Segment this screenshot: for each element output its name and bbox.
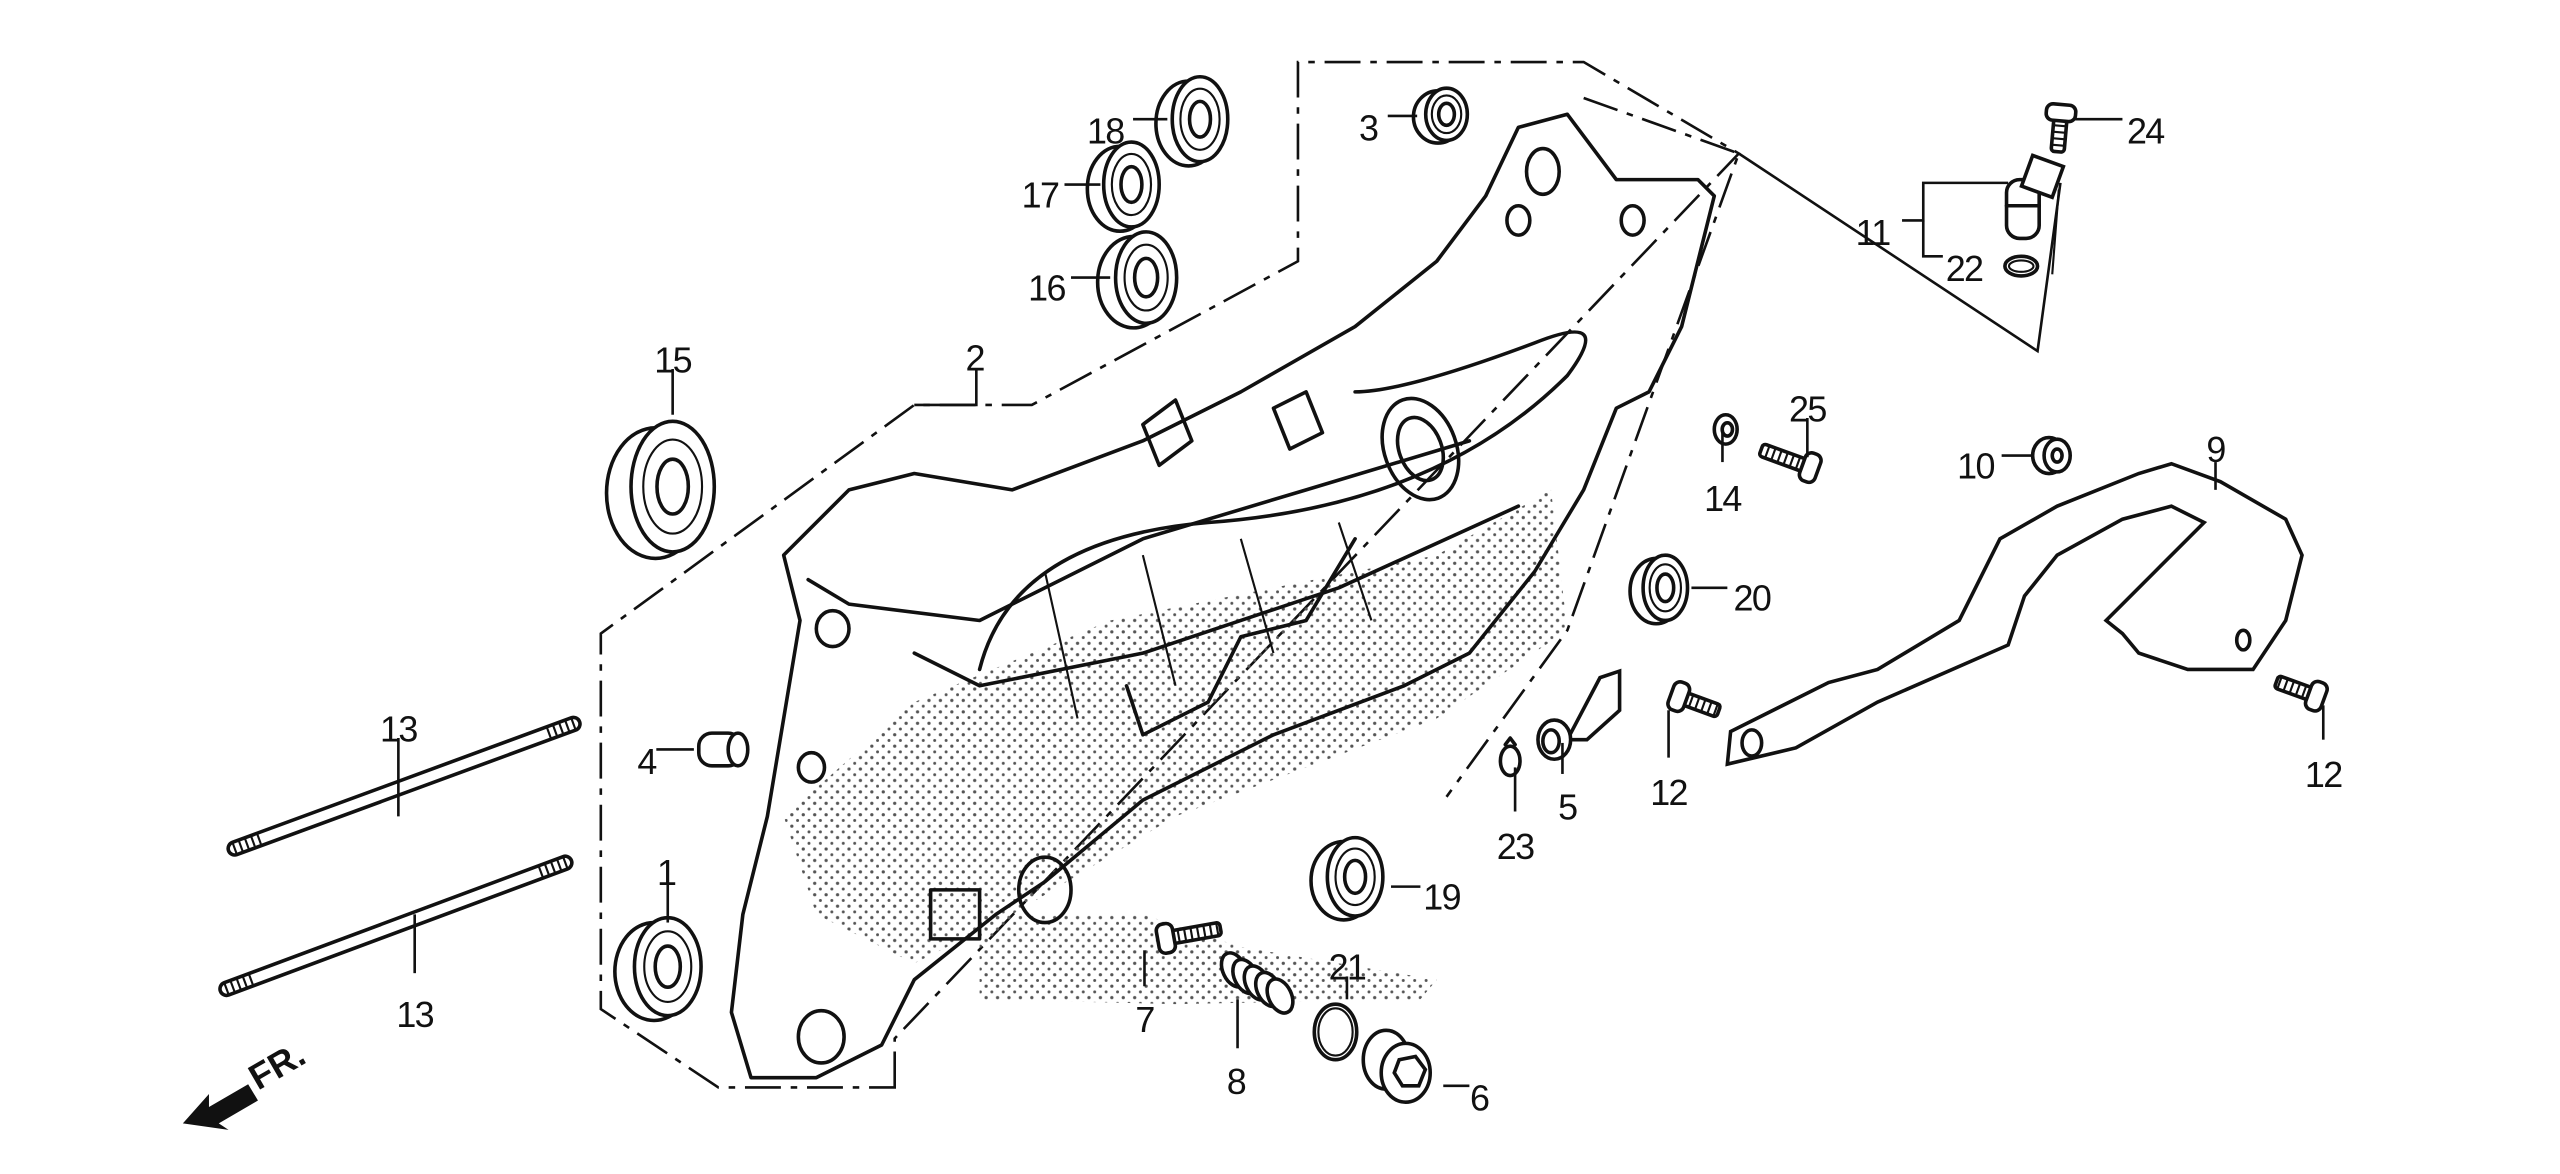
speed-sensor-icon bbox=[2004, 153, 2066, 275]
bearing-icon bbox=[1411, 86, 1470, 145]
callout-label-16[interactable]: 16 bbox=[1028, 267, 1067, 308]
callout-label-12a[interactable]: 12 bbox=[1650, 772, 1689, 813]
washer-icon bbox=[1712, 412, 1739, 446]
callout-label-5[interactable]: 5 bbox=[1558, 787, 1579, 828]
parts-layer bbox=[218, 74, 2329, 1104]
callout-label-12b[interactable]: 12 bbox=[2305, 754, 2344, 795]
callout-label-3[interactable]: 3 bbox=[1359, 107, 1380, 148]
callout-label-8[interactable]: 8 bbox=[1227, 1061, 1248, 1102]
grommet-icon bbox=[2030, 435, 2072, 476]
callout-label-23[interactable]: 23 bbox=[1497, 826, 1536, 867]
leader-line-11 bbox=[1902, 181, 2009, 222]
sensor-group-outline bbox=[1445, 96, 1741, 798]
callout-label-19[interactable]: 19 bbox=[1423, 876, 1462, 917]
leader-line-2 bbox=[914, 369, 978, 407]
callout-label-15[interactable]: 15 bbox=[654, 339, 693, 380]
sensor-leader-bracket bbox=[1738, 152, 2062, 354]
drain-plug-icon bbox=[1361, 1028, 1432, 1104]
o-ring-icon bbox=[1312, 1002, 1359, 1062]
callout-label-2[interactable]: 2 bbox=[966, 338, 987, 379]
callout-label-25[interactable]: 25 bbox=[1789, 388, 1828, 429]
callout-label-13a[interactable]: 13 bbox=[380, 708, 419, 749]
callout-label-24[interactable]: 24 bbox=[2127, 111, 2166, 152]
bearing-icon bbox=[1095, 230, 1179, 330]
callout-label-10[interactable]: 10 bbox=[1957, 445, 1996, 486]
left-crankcase-drawing bbox=[729, 112, 1717, 1080]
arrow-front-left-icon bbox=[182, 1084, 258, 1130]
callout-label-13b[interactable]: 13 bbox=[396, 994, 435, 1035]
callout-label-9[interactable]: 9 bbox=[2206, 429, 2227, 470]
oil-area-stipple bbox=[783, 489, 1568, 1005]
callout-label-20[interactable]: 20 bbox=[1733, 578, 1772, 619]
bolt-icon bbox=[1758, 442, 1823, 485]
oil-strainer-icon bbox=[1536, 668, 1622, 762]
bearing-icon bbox=[1154, 74, 1230, 168]
bolt-icon bbox=[2044, 102, 2078, 154]
stud-bolt-icon bbox=[218, 854, 574, 998]
crankcase-assembly-outline bbox=[599, 60, 1741, 1089]
spring-icon bbox=[1219, 951, 1295, 1015]
bolt-icon bbox=[2273, 674, 2329, 713]
dowel-pin-icon bbox=[696, 731, 750, 768]
oil-seal-icon bbox=[1628, 553, 1690, 626]
callout-label-7[interactable]: 7 bbox=[1135, 999, 1156, 1040]
bearing-icon bbox=[1085, 140, 1161, 234]
callout-label-21[interactable]: 21 bbox=[1329, 947, 1368, 988]
leader-lines bbox=[397, 114, 2325, 1088]
callout-label-18[interactable]: 18 bbox=[1087, 111, 1126, 152]
callout-label-22[interactable]: 22 bbox=[1946, 248, 1985, 289]
callout-label-11[interactable]: 11 bbox=[1856, 212, 1892, 253]
callout-label-1[interactable]: 1 bbox=[657, 852, 678, 893]
o-ring-icon bbox=[2003, 254, 2040, 278]
callout-label-17[interactable]: 17 bbox=[1022, 174, 1061, 215]
bolt-icon bbox=[1154, 921, 1223, 956]
bracket-cover-icon bbox=[1725, 461, 2304, 767]
stud-bolt-icon bbox=[226, 715, 582, 857]
assembly-boundary bbox=[599, 60, 2062, 1089]
bolt-icon bbox=[1666, 680, 1722, 719]
callout-label-14[interactable]: 14 bbox=[1704, 478, 1743, 519]
callout-label-6[interactable]: 6 bbox=[1470, 1077, 1491, 1118]
callout-label-4[interactable]: 4 bbox=[637, 741, 658, 782]
leader-line-22 bbox=[1921, 220, 1943, 258]
oil-seal-icon bbox=[1309, 835, 1385, 922]
bearing-icon bbox=[613, 915, 703, 1023]
bearing-icon bbox=[604, 419, 717, 561]
